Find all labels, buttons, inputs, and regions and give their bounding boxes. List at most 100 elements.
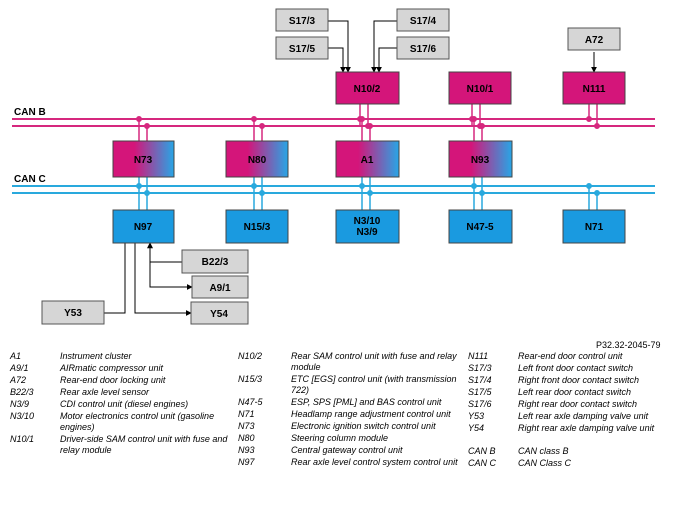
a72-box xyxy=(567,27,621,51)
legend-description: Rear SAM control unit with fuse and rela… xyxy=(291,351,457,372)
b22-3-box xyxy=(181,249,249,274)
y53-label: Y53 xyxy=(64,308,82,319)
legend-description: Right rear axle damping valve unit xyxy=(518,423,655,433)
legend-code: Y53 xyxy=(468,411,485,421)
legend-gap xyxy=(468,435,673,446)
n47-5-label: N47-5 xyxy=(466,222,494,233)
n97-label: N97 xyxy=(134,222,153,233)
legend-description: Electronic ignition switch control unit xyxy=(291,421,436,431)
legend-description: Central gateway control unit xyxy=(291,445,403,455)
magenta-nodes xyxy=(335,71,626,105)
legend-entry: S17/5 Left rear door contact switch xyxy=(468,387,673,398)
can-b-bus xyxy=(12,118,655,127)
can-b-connectors xyxy=(136,104,600,141)
legend-description: Rear-end door control unit xyxy=(518,351,623,361)
legend-code: N97 xyxy=(238,457,255,467)
legend-description: ESP, SPS [PML] and BAS control unit xyxy=(291,397,442,407)
a1-box xyxy=(335,140,400,178)
legend-description: AIRmatic compressor unit xyxy=(60,363,164,373)
s17-4-box xyxy=(396,8,450,32)
legend-code: CAN C xyxy=(468,458,497,468)
n47-5-box xyxy=(448,209,513,244)
n73-box xyxy=(112,140,175,178)
a9-1-box xyxy=(191,275,249,299)
s17-5-label: S17/5 xyxy=(289,44,316,55)
gateway-nodes xyxy=(112,140,513,178)
legend-code: S17/5 xyxy=(468,387,492,397)
legend-entry: Y53 Left rear axle damping valve unit xyxy=(468,411,673,422)
legend-entry: S17/4 Right front door contact switch xyxy=(468,375,673,386)
legend-code: S17/6 xyxy=(468,399,492,409)
n97-box xyxy=(112,209,175,244)
legend-description: Right rear door contact switch xyxy=(518,399,638,409)
n10-2-label: N10/2 xyxy=(354,84,381,95)
network-diagram: CAN B CAN C xyxy=(12,8,655,325)
s17-6-label: S17/6 xyxy=(410,44,437,55)
legend-entry: N97 Rear axle level control system contro… xyxy=(238,457,460,468)
legend-code: N93 xyxy=(238,445,255,455)
s17-6-box xyxy=(396,36,450,60)
reference-code: P32.32-2045-79 xyxy=(596,340,661,350)
n10-1-box xyxy=(448,71,512,105)
n3-box xyxy=(335,209,400,244)
can-c-label: CAN C xyxy=(14,174,46,185)
legend-entry: A9/1 AIRmatic compressor unit xyxy=(10,363,228,374)
legend-description: Left rear door contact switch xyxy=(518,387,632,397)
n10-1-label: N10/1 xyxy=(467,84,494,95)
legend-code: CAN B xyxy=(468,446,496,456)
legend-description: Headlamp range adjustment control unit xyxy=(291,409,451,419)
n71-box xyxy=(562,209,626,244)
legend-description: Rear-end door locking unit xyxy=(60,375,166,385)
legend-entry: N15/3 ETC [EGS] control unit (with transm… xyxy=(238,374,460,396)
legend-description: Right front door contact switch xyxy=(518,375,640,385)
legend-description: Left front door contact switch xyxy=(518,363,634,373)
b22-3-label: B22/3 xyxy=(202,257,229,268)
n3-10-label: N3/10 xyxy=(354,216,381,227)
legend-entry: S17/3 Left front door contact switch xyxy=(468,363,673,374)
n15-3-box xyxy=(225,209,289,244)
legend-code: S17/3 xyxy=(468,363,492,373)
legend-description: ETC [EGS] control unit (with transmissio… xyxy=(291,374,457,395)
legend-column-2: N10/2 Rear SAM control unit with fuse and… xyxy=(238,351,460,469)
legend-description: Rear axle level control system control u… xyxy=(291,457,458,467)
legend-description: Rear axle level sensor xyxy=(60,387,150,397)
n111-label: N111 xyxy=(583,84,606,95)
a9-1-label: A9/1 xyxy=(209,283,231,294)
a1-label: A1 xyxy=(361,155,374,166)
legend-description: Left rear axle damping valve unit xyxy=(518,411,649,421)
legend-code: A9/1 xyxy=(10,363,29,373)
legend-description: Instrument cluster xyxy=(60,351,132,361)
n93-label: N93 xyxy=(471,155,490,166)
n80-label: N80 xyxy=(248,155,267,166)
legend-description: CDI control unit (diesel engines) xyxy=(60,399,189,409)
legend-code: S17/4 xyxy=(468,375,492,385)
n71-label: N71 xyxy=(585,222,604,233)
n3-9-label: N3/9 xyxy=(356,227,378,238)
legend-code: N15/3 xyxy=(238,374,263,384)
can-c-bus xyxy=(12,185,655,194)
y53-box xyxy=(41,300,105,325)
legend-code: N3/9 xyxy=(10,399,30,409)
s17-3-box xyxy=(275,8,329,32)
legend-code: N111 xyxy=(468,351,489,361)
can-c-connectors xyxy=(136,177,600,210)
legend-entry: N3/9 CDI control unit (diesel engines) xyxy=(10,399,228,410)
n111-box xyxy=(562,71,626,105)
legend-description: Motor electronics control unit (gasoline… xyxy=(60,411,215,432)
s17-5-box xyxy=(275,36,329,60)
can-b-label: CAN B xyxy=(14,107,46,118)
legend-code: N10/1 xyxy=(10,434,35,444)
legend-code: N10/2 xyxy=(238,351,263,361)
